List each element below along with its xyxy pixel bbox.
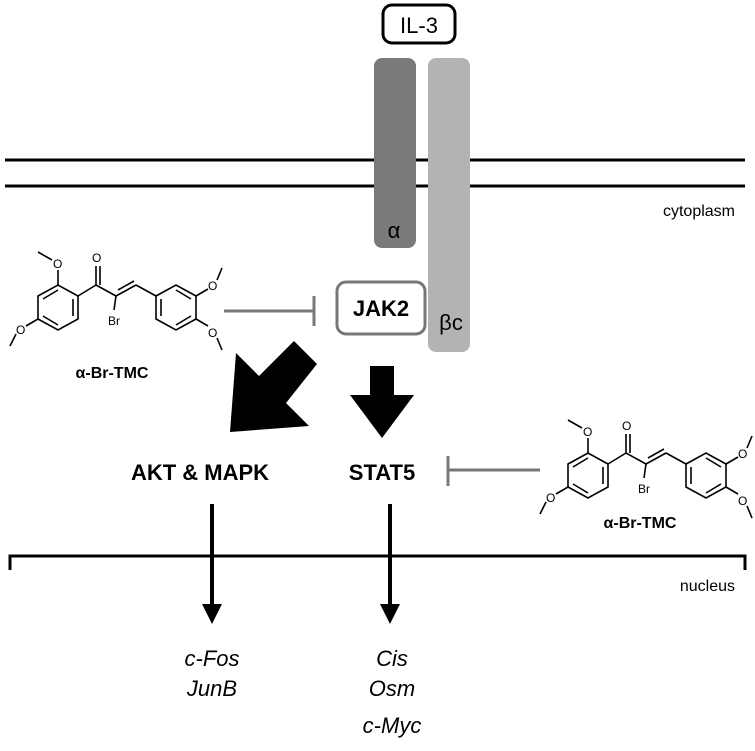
cytoplasm-label: cytoplasm — [663, 203, 735, 220]
left-inhibitor-structure — [9, 250, 223, 351]
right-inhibitor-structure — [539, 418, 753, 519]
jak2-label: JAK2 — [353, 296, 409, 321]
left-inhibitor-label: α-Br-TMC — [76, 365, 149, 382]
beta-chain-label: βc — [439, 310, 463, 335]
nucleus-label: nucleus — [680, 578, 735, 595]
gene-right-0: Cis — [376, 646, 408, 671]
jak2-box — [335, 280, 427, 336]
stat5-label: STAT5 — [349, 460, 415, 485]
gene-right-1: Osm — [369, 676, 415, 701]
jak2-to-stat5-arrow — [350, 366, 414, 438]
il3-ligand-box — [381, 3, 457, 45]
gene-left-1: JunB — [186, 676, 237, 701]
akt-to-nucleus-head — [202, 604, 222, 624]
stat5-to-nucleus-head — [380, 604, 400, 624]
il3-ligand-label: IL-3 — [400, 13, 438, 38]
gene-right-2: c-Myc — [363, 713, 422, 738]
gene-left-0: c-Fos — [185, 646, 240, 671]
right-inhibitor-label: α-Br-TMC — [604, 515, 677, 532]
jak2-to-akt-arrow — [230, 341, 317, 432]
alpha-chain-label: α — [388, 218, 401, 243]
beta-chain — [428, 58, 470, 352]
akt-mapk-label: AKT & MAPK — [131, 460, 269, 485]
alpha-chain — [374, 58, 416, 248]
nuclear-membrane — [8, 554, 747, 570]
